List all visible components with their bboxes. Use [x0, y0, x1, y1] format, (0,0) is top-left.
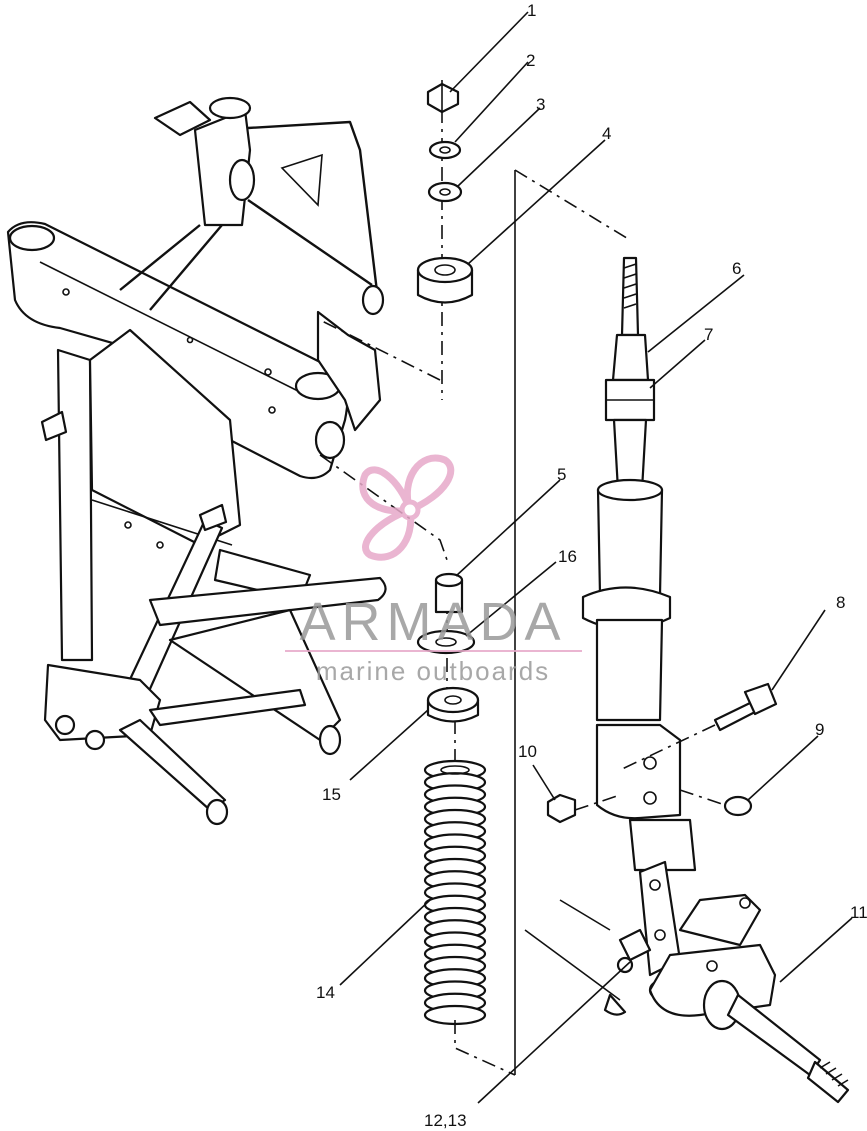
watermark: ARMADA marine outboards	[285, 454, 582, 686]
callout-9: 9	[815, 720, 824, 739]
callout-14: 14	[316, 983, 335, 1002]
callout-3: 3	[536, 95, 545, 114]
callout-15: 15	[322, 785, 341, 804]
leader-lines	[339, 11, 853, 1104]
frame-assembly	[6, 96, 387, 826]
callout-6: 6	[732, 259, 741, 278]
callout-5: 5	[557, 465, 566, 484]
watermark-tagline: marine outboards	[316, 656, 550, 686]
callout-4: 4	[602, 124, 611, 143]
callout-12-13: 12,13	[424, 1111, 467, 1130]
callout-7: 7	[704, 325, 713, 344]
coil-spring	[423, 759, 487, 1026]
center-parts	[319, 80, 487, 1026]
callout-2: 2	[526, 51, 535, 70]
spring-inner	[440, 765, 470, 775]
callout-8: 8	[836, 593, 845, 612]
propeller-icon	[359, 454, 455, 561]
strut-assembly	[546, 256, 778, 824]
callout-11: 11	[850, 903, 867, 922]
callout-1: 1	[527, 1, 536, 20]
callout-16: 16	[558, 547, 577, 566]
callout-labels: 1 2 3 4 5 6 7 8 9 10 11 12,13 14 15 16	[316, 1, 867, 1130]
spindle-assembly	[524, 818, 850, 1104]
callout-10: 10	[518, 742, 537, 761]
watermark-brand: ARMADA	[299, 592, 566, 652]
